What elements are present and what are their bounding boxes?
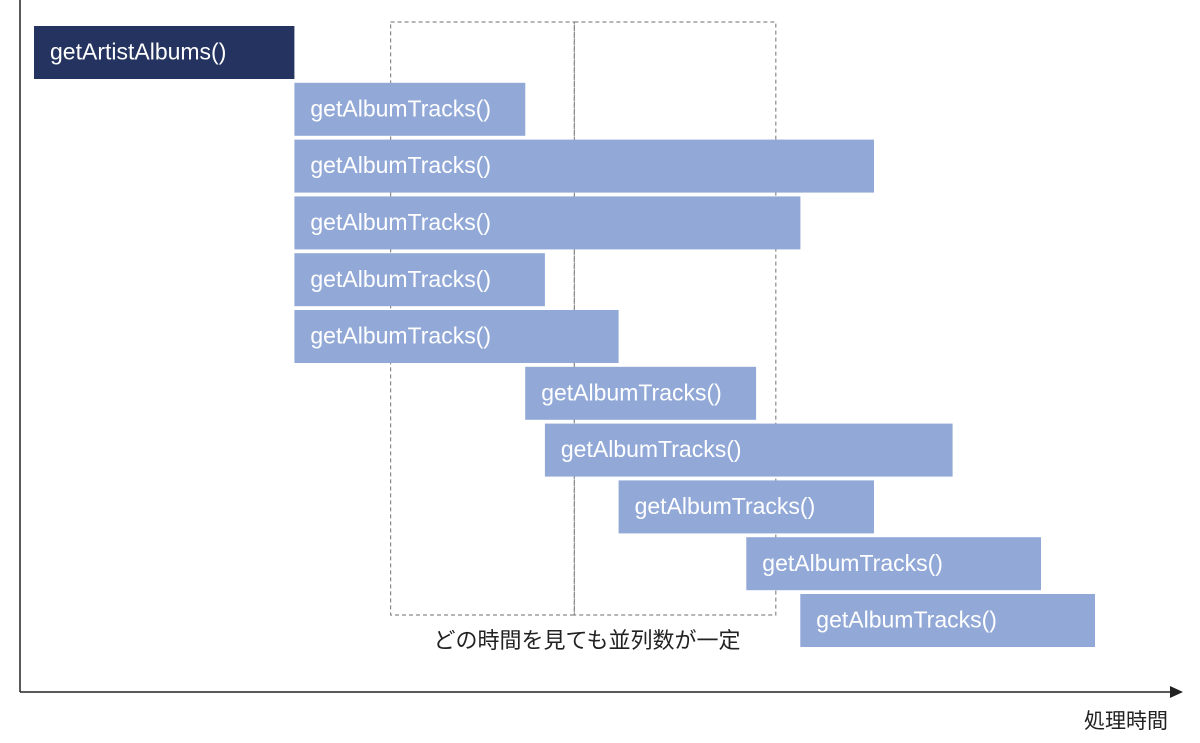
parallelism-note: どの時間を見ても並列数が一定 (434, 629, 741, 654)
task-bar-label: getAlbumTracks() (541, 379, 722, 405)
task-bar-rect (294, 82, 526, 136)
task-bar-rect (34, 26, 295, 79)
x-axis-label: 処理時間 (1084, 709, 1168, 733)
task-bar-rect (294, 196, 801, 250)
task-bar-get-album-tracks: getAlbumTracks() (800, 594, 1095, 647)
task-bar-get-album-tracks: getAlbumTracks() (294, 253, 545, 307)
task-bar-get-album-tracks: getAlbumTracks() (525, 366, 757, 420)
task-bar-get-album-tracks: getAlbumTracks() (746, 537, 1041, 591)
task-bar-rect (544, 423, 953, 477)
task-bar-label: getArtistAlbums() (50, 39, 226, 65)
task-bar-get-album-tracks: getAlbumTracks() (294, 310, 619, 363)
axes (19, 0, 1183, 698)
task-bars: getArtistAlbums() getAlbumTracks() getAlbu… (34, 26, 1095, 647)
task-bar-get-album-tracks: getAlbumTracks() (544, 423, 953, 477)
x-axis-arrowhead (1170, 686, 1183, 698)
task-bar-get-album-tracks: getAlbumTracks() (294, 139, 874, 193)
task-bar-label: getAlbumTracks() (816, 607, 997, 633)
task-bar-label: getAlbumTracks() (310, 266, 491, 292)
task-bar-get-album-tracks: getAlbumTracks() (618, 480, 874, 534)
task-bar-rect (525, 366, 757, 420)
task-bar-label: getAlbumTracks() (310, 95, 491, 121)
task-bar-label: getAlbumTracks() (762, 550, 943, 576)
task-bar-label: getAlbumTracks() (310, 152, 491, 178)
task-bar-label: getAlbumTracks() (310, 323, 491, 349)
task-bar-get-album-tracks: getAlbumTracks() (294, 82, 526, 136)
task-bar-label: getAlbumTracks() (635, 493, 816, 519)
task-bar-rect (294, 310, 619, 363)
dashed-time-window (573, 21, 777, 616)
task-bar-label: getAlbumTracks() (561, 436, 742, 462)
task-bar-get-album-tracks: getAlbumTracks() (294, 196, 801, 250)
task-bar-rect (800, 594, 1095, 647)
task-bar-rect (618, 480, 874, 534)
task-bar-rect (746, 537, 1041, 591)
task-bar-rect (294, 139, 874, 193)
task-bar-get-artist-albums: getArtistAlbums() (34, 26, 295, 79)
task-bar-rect (294, 253, 545, 307)
task-bar-label: getAlbumTracks() (310, 209, 491, 235)
